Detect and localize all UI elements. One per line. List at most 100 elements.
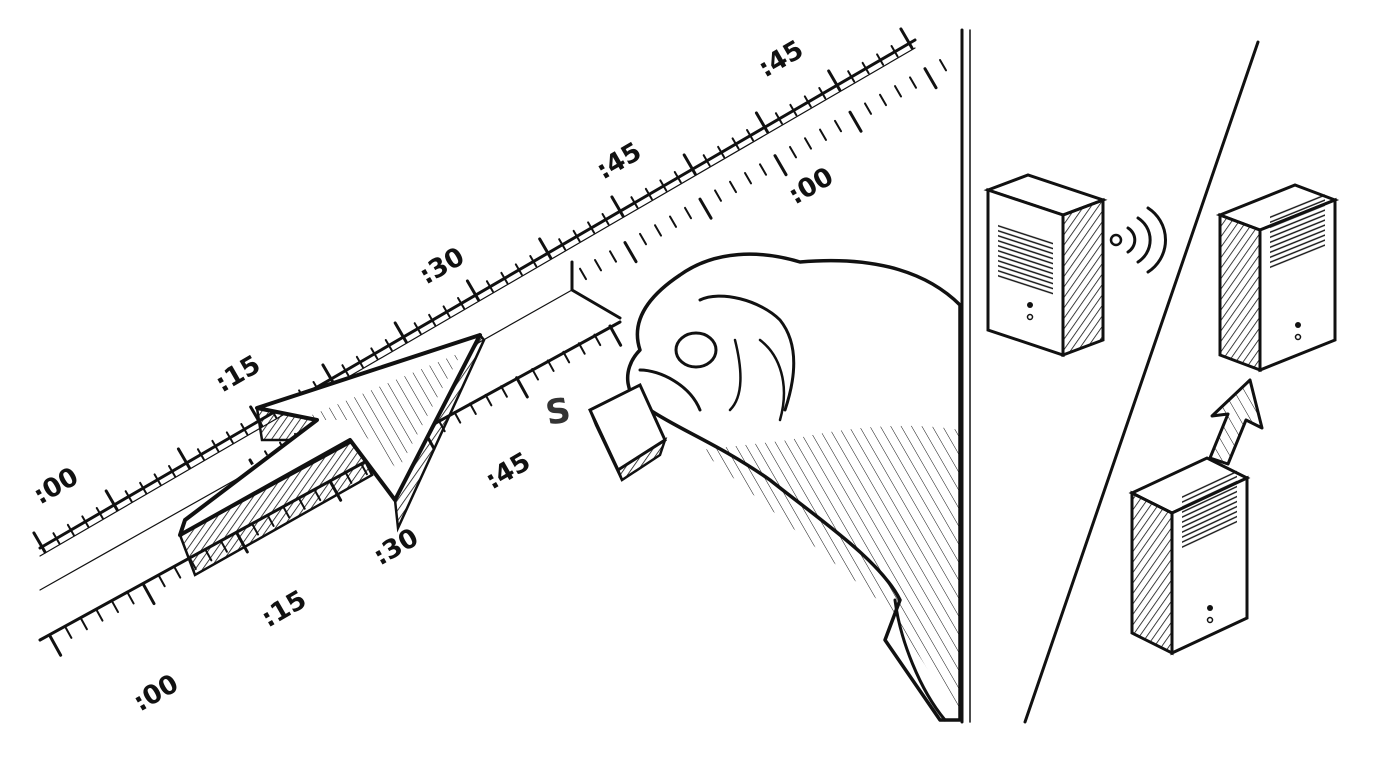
- minor-tick: [240, 423, 249, 436]
- major-tick: [623, 241, 638, 264]
- minor-tick: [654, 224, 663, 237]
- minor-tick: [529, 255, 538, 268]
- major-tick: [923, 67, 938, 90]
- wireless-signal-icon: [1109, 206, 1167, 274]
- minor-tick: [64, 626, 73, 639]
- minor-tick: [95, 609, 104, 622]
- minor-tick: [157, 574, 166, 588]
- minor-tick: [484, 393, 493, 407]
- lower-label-30: :30: [369, 523, 424, 572]
- minor-tick: [890, 45, 899, 58]
- minor-tick: [587, 221, 596, 234]
- up-arrow-icon: [1208, 378, 1264, 466]
- major-tick: [682, 153, 697, 176]
- upper-label-45: :45: [592, 137, 647, 186]
- minor-tick: [81, 515, 90, 528]
- minor-tick: [876, 53, 885, 66]
- minor-tick: [609, 250, 618, 263]
- minor-tick: [644, 187, 653, 201]
- minor-tick: [577, 342, 586, 355]
- upper-label-15: :15: [211, 350, 266, 399]
- minor-tick: [789, 145, 798, 159]
- minor-tick: [469, 402, 477, 415]
- minor-tick: [819, 128, 828, 141]
- minor-tick: [173, 566, 182, 579]
- minor-tick: [673, 171, 682, 184]
- major-tick: [104, 489, 119, 512]
- minor-tick: [370, 347, 379, 360]
- lower-label-45: :45: [481, 447, 536, 496]
- upper-label-45-far: :45: [754, 35, 809, 84]
- major-tick: [827, 69, 842, 92]
- major-tick: [608, 324, 623, 347]
- major-tick: [538, 237, 553, 260]
- major-tick: [32, 531, 47, 554]
- minor-tick: [453, 411, 462, 424]
- major-tick: [754, 111, 769, 134]
- minor-tick: [834, 119, 843, 133]
- minor-tick: [168, 465, 177, 478]
- major-tick: [176, 447, 191, 470]
- minor-tick: [341, 364, 350, 377]
- major-tick: [899, 27, 914, 50]
- server-tower-icon: [1128, 456, 1251, 656]
- minor-tick: [514, 263, 523, 276]
- lower-label-00: :00: [129, 669, 184, 718]
- minor-tick: [639, 232, 648, 246]
- minor-tick: [847, 70, 856, 83]
- minor-tick: [861, 61, 870, 75]
- minor-tick: [729, 180, 738, 194]
- rubber-stamp-icon: [588, 382, 668, 482]
- minor-tick: [355, 355, 364, 369]
- minor-tick: [717, 145, 726, 159]
- minor-tick: [384, 339, 393, 352]
- minor-tick: [593, 333, 602, 347]
- minor-tick: [789, 103, 798, 117]
- minor-tick: [558, 238, 567, 251]
- minor-tick: [139, 481, 148, 495]
- minor-tick: [126, 591, 135, 605]
- major-tick: [848, 110, 863, 133]
- upper-label-30: :30: [415, 242, 470, 291]
- minor-tick: [803, 95, 812, 108]
- minor-tick: [804, 137, 813, 150]
- minor-tick: [669, 215, 678, 228]
- minor-tick: [894, 85, 903, 98]
- minor-tick: [546, 359, 555, 372]
- panel-divider: [960, 28, 971, 724]
- minor-tick: [124, 490, 133, 503]
- minor-tick: [714, 189, 723, 202]
- minor-tick: [153, 473, 162, 486]
- minor-tick: [485, 280, 494, 293]
- arrow-cursor-icon: [178, 332, 486, 577]
- minor-tick: [746, 129, 755, 142]
- major-tick: [141, 582, 156, 606]
- minor-tick: [909, 76, 918, 89]
- minor-tick: [413, 322, 422, 335]
- lower-label-15: :15: [257, 585, 312, 634]
- hand-with-stamp: S: [543, 252, 962, 722]
- minor-tick: [111, 600, 120, 614]
- major-tick: [321, 363, 336, 386]
- minor-tick: [879, 93, 888, 107]
- major-tick: [393, 321, 408, 344]
- minor-tick: [572, 229, 581, 243]
- minor-tick: [562, 350, 571, 364]
- minor-tick: [531, 368, 540, 381]
- major-tick: [773, 154, 788, 177]
- server-tower-icon: [983, 173, 1108, 358]
- minor-tick: [818, 87, 827, 100]
- minor-tick: [442, 305, 451, 318]
- minor-tick: [659, 179, 668, 192]
- minor-tick: [66, 523, 75, 537]
- minor-tick: [630, 196, 639, 209]
- minor-tick: [457, 297, 466, 310]
- minor-tick: [864, 102, 873, 115]
- major-tick: [610, 195, 625, 218]
- minor-tick: [500, 271, 509, 285]
- minor-tick: [225, 431, 234, 444]
- upper-label-00: :00: [29, 462, 84, 511]
- minor-tick: [500, 385, 508, 398]
- diagonal-divider: [1023, 40, 1260, 724]
- stamp-imprint: S: [543, 390, 574, 434]
